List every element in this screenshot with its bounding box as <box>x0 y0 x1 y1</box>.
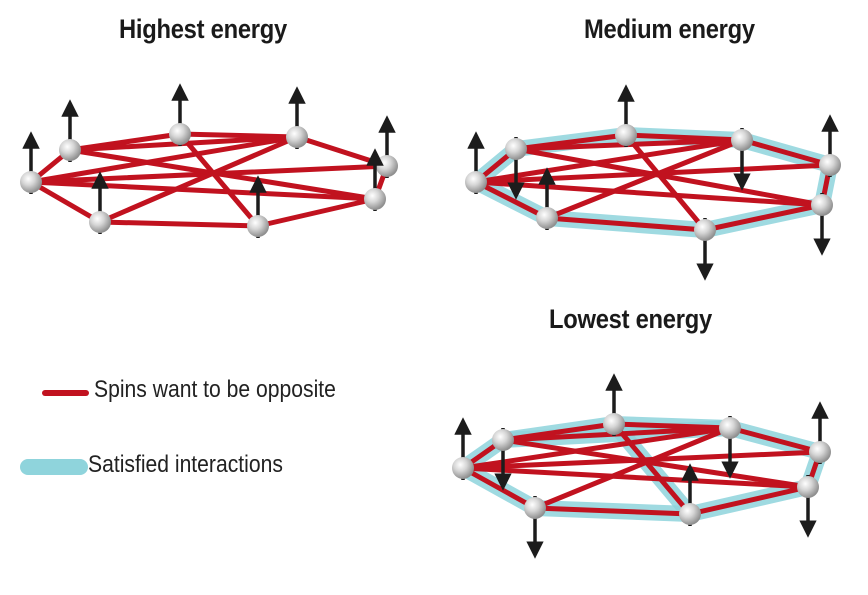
interaction-bond <box>500 437 811 490</box>
interaction-bond <box>473 137 745 185</box>
interaction-bond <box>97 219 261 229</box>
interaction-bond <box>255 196 378 229</box>
spin-node <box>247 215 269 237</box>
spin-node <box>89 211 111 233</box>
interaction-bond <box>460 465 538 511</box>
spin-node <box>452 457 474 479</box>
spin-node <box>505 138 527 160</box>
interaction-bond <box>513 146 825 208</box>
spin-node <box>492 429 514 451</box>
diagram-highest-energy <box>20 83 398 238</box>
spin-node <box>819 154 841 176</box>
interaction-bond <box>611 421 693 517</box>
spin-node <box>603 413 625 435</box>
interaction-bond <box>473 179 825 208</box>
spin-node <box>364 188 386 210</box>
title-highest-energy: Highest energy <box>119 14 287 44</box>
spin-node <box>536 207 558 229</box>
interaction-bond <box>544 215 708 233</box>
interaction-bond <box>460 425 733 471</box>
spin-node <box>286 126 308 148</box>
interaction-bond <box>702 202 825 233</box>
spin-node <box>524 497 546 519</box>
interaction-bond <box>532 505 693 517</box>
spin-node <box>719 417 741 439</box>
title-medium-energy: Medium energy <box>584 14 755 44</box>
spin-node <box>615 124 637 146</box>
spin-node <box>731 129 753 151</box>
diagram-medium-energy <box>465 84 841 281</box>
interaction-bond <box>460 465 811 490</box>
spin-node <box>465 171 487 193</box>
spin-node <box>694 219 716 241</box>
diagram-lowest-energy <box>452 373 831 559</box>
interaction-bond <box>177 131 261 229</box>
interaction-bond <box>28 179 378 202</box>
interaction-bond <box>28 179 103 225</box>
spin-node <box>59 139 81 161</box>
spin-node <box>797 476 819 498</box>
spin-node <box>679 503 701 525</box>
interaction-bond <box>687 484 811 517</box>
spin-node <box>376 155 398 177</box>
interaction-bond <box>67 147 378 202</box>
interaction-bond <box>739 137 833 168</box>
interaction-bond <box>473 179 550 221</box>
legend-opposite-label: Spins want to be opposite <box>94 376 336 403</box>
title-lowest-energy: Lowest energy <box>549 304 712 334</box>
interaction-bond <box>532 425 733 511</box>
legend-satisfied-label: Satisfied interactions <box>88 451 283 478</box>
spin-node <box>811 194 833 216</box>
interaction-bond <box>727 425 823 455</box>
spin-node <box>169 123 191 145</box>
interaction-bond <box>623 132 708 233</box>
spin-node <box>20 171 42 193</box>
interaction-bond <box>97 134 300 225</box>
spin-node <box>809 441 831 463</box>
interaction-bond <box>28 134 300 185</box>
interaction-bond <box>544 137 745 221</box>
